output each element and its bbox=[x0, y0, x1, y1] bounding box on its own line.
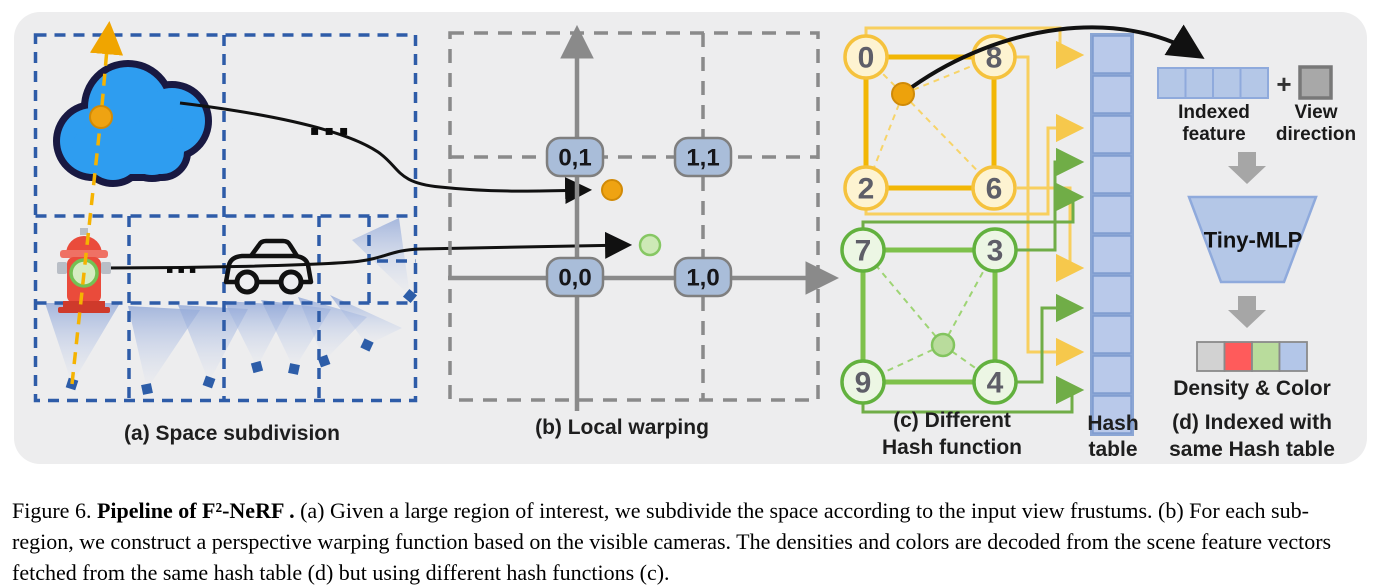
ellipsis-icon: ▪▪▪ bbox=[166, 263, 200, 276]
indexed-feature-vector bbox=[1157, 67, 1269, 99]
fire-hydrant-icon bbox=[57, 228, 111, 313]
tiny-mlp-block: Tiny-MLP bbox=[1187, 195, 1318, 284]
caption-body: (a) Given a large region of interest, we… bbox=[12, 498, 1332, 585]
camera-icons bbox=[65, 288, 418, 395]
yellow-node-2: 2 bbox=[858, 173, 875, 206]
green-node-9: 9 bbox=[855, 367, 872, 400]
figure-caption: Figure 6. Pipeline of F²-NeRF . (a) Give… bbox=[12, 495, 1369, 586]
panel-c-hash-functions: 0 8 2 6 7 3 9 4 bbox=[840, 26, 1085, 459]
warped-orange-point bbox=[601, 179, 623, 201]
panel-d-decoding: + Indexed feature View direction Tiny-ML… bbox=[1157, 65, 1356, 461]
hydrant-to-warp-arrow bbox=[97, 231, 633, 270]
green-hash-links bbox=[861, 147, 1085, 414]
panel-d-label-line2: same Hash table bbox=[1169, 438, 1335, 461]
coord-label-10: 1,0 bbox=[686, 264, 719, 291]
panel-a-space-subdivision: ▪▪▪ ▪▪▪ (a) Space subdivision bbox=[33, 21, 633, 445]
warp-axes bbox=[448, 24, 840, 411]
panel-d-label-line1: (d) Indexed with bbox=[1172, 411, 1332, 434]
warp-grid bbox=[448, 31, 820, 402]
hash-table: Hash table bbox=[910, 24, 1205, 461]
arrow-down-icon bbox=[1228, 152, 1266, 184]
hash-table-label-line2: table bbox=[1088, 438, 1137, 461]
coord-label-01: 0,1 bbox=[558, 144, 591, 171]
view-direction-box bbox=[1298, 65, 1333, 100]
view-direction-label-line1: View bbox=[1295, 102, 1338, 123]
yellow-node-6: 6 bbox=[986, 173, 1003, 206]
panel-b-label: (b) Local warping bbox=[535, 416, 709, 439]
camera-ray bbox=[70, 21, 124, 385]
cloud-to-warp-arrow bbox=[179, 101, 593, 205]
yellow-node-0: 0 bbox=[858, 42, 875, 75]
orange-query-point bbox=[891, 82, 915, 106]
caption-figure-number: Figure 6. bbox=[12, 498, 97, 523]
yellow-node-8: 8 bbox=[986, 42, 1003, 75]
indexed-feature-label-line1: Indexed bbox=[1178, 102, 1250, 123]
coordinate-pills: 0,1 1,1 0,0 1,0 bbox=[545, 136, 733, 298]
green-node-7: 7 bbox=[855, 235, 872, 268]
arrow-down-icon bbox=[1228, 296, 1266, 328]
coord-label-11: 1,1 bbox=[686, 144, 719, 171]
panel-a-label: (a) Space subdivision bbox=[124, 422, 340, 445]
indexed-feature-label-line2: feature bbox=[1182, 124, 1245, 145]
car-icon bbox=[223, 238, 314, 295]
panel-c-label-line1: (c) Different bbox=[893, 409, 1011, 432]
caption-title: Pipeline of F²-NeRF . bbox=[96, 498, 295, 523]
hash-table-cells bbox=[1092, 35, 1132, 434]
green-node-3: 3 bbox=[987, 235, 1004, 268]
view-direction-label-line2: direction bbox=[1276, 124, 1356, 145]
plus-sign: + bbox=[1276, 69, 1291, 99]
panel-c-label-line2: Hash function bbox=[882, 436, 1022, 459]
green-query-point bbox=[930, 332, 956, 358]
figure-canvas: ▪▪▪ ▪▪▪ (a) Space subdivision 0,1 1,1 bbox=[14, 12, 1367, 464]
cloud-sample-point bbox=[89, 105, 113, 129]
warped-green-point bbox=[638, 233, 662, 257]
density-color-label: Density & Color bbox=[1173, 377, 1331, 400]
yellow-hash-grid: 0 8 2 6 bbox=[843, 34, 1017, 211]
coord-label-00: 0,0 bbox=[558, 264, 591, 291]
ellipsis-icon: ▪▪▪ bbox=[310, 123, 353, 139]
green-node-4: 4 bbox=[987, 367, 1004, 400]
tiny-mlp-label: Tiny-MLP bbox=[1204, 228, 1303, 253]
fetch-feature-arrow bbox=[910, 24, 1205, 89]
camera-frustums bbox=[45, 218, 410, 389]
panel-b-local-warping: 0,1 1,1 0,0 1,0 (b) Local warping bbox=[448, 24, 840, 439]
density-color-vector bbox=[1196, 341, 1308, 372]
hash-table-label-line1: Hash bbox=[1087, 412, 1138, 435]
green-hash-grid: 7 3 9 4 bbox=[840, 227, 1018, 405]
